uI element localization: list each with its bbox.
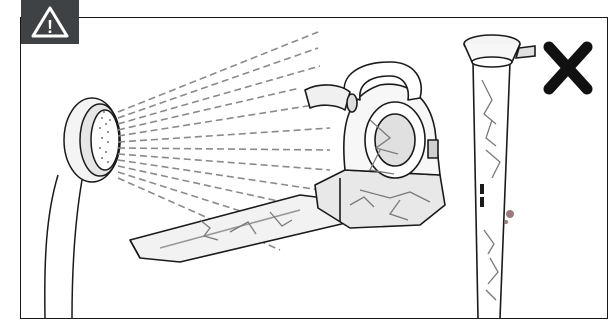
tube-debris <box>482 80 514 300</box>
prohibited-x-icon <box>549 47 587 89</box>
vacuum-tube-icon <box>464 35 535 318</box>
shower-head-icon <box>45 98 120 318</box>
blower-vacuum-body <box>130 62 445 262</box>
